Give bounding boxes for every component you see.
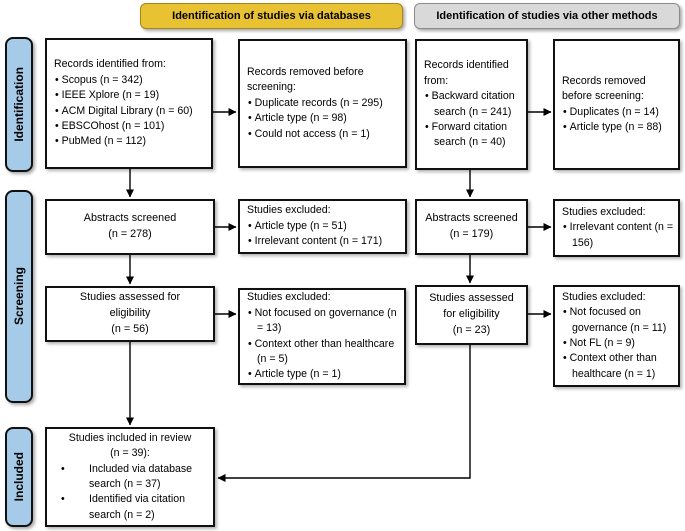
box-title: Records removed before screening:: [562, 74, 646, 103]
box-studies-included: Studies included in review (n = 39): Inc…: [45, 427, 215, 527]
bullet-item: EBSCOhost (n = 101): [54, 119, 208, 134]
header-databases: Identification of studies via databases: [140, 3, 403, 29]
stage-label-screening: Screening: [5, 190, 33, 403]
bullet-list: Not focused on governance (n = 13)Contex…: [247, 306, 401, 383]
box-eligibility-excluded-databases: Studies excluded: Not focused on governa…: [238, 288, 406, 385]
bullet-item: Article type (n = 51): [247, 219, 402, 234]
header-other-methods: Identification of studies via other meth…: [414, 3, 680, 29]
bullet-item: ACM Digital Library (n = 60): [54, 104, 208, 119]
box-abstracts-screened-other: Abstracts screened (n = 179): [415, 199, 528, 255]
bullet-item: Not focused on governance (n = 11): [562, 305, 675, 336]
stage-label-included: Included: [5, 427, 33, 527]
stage-label-identification: Identification: [5, 37, 33, 172]
box-abstracts-screened-databases: Abstracts screened (n = 278): [45, 199, 215, 255]
bullet-item: Article type (n = 98): [247, 111, 402, 126]
bullet-list: Scopus (n = 342)IEEE Xplore (n = 19)ACM …: [54, 73, 208, 150]
bullet-list: Not focused on governance (n = 11)Not FL…: [562, 305, 675, 382]
bullet-item: Scopus (n = 342): [54, 73, 208, 88]
box-records-removed-other: Records removed before screening: Duplic…: [553, 39, 680, 170]
bullet-item: Irrelevant content (n = 171): [247, 234, 402, 249]
bullet-list: Duplicate records (n = 295)Article type …: [247, 96, 402, 142]
box-title: Studies included in review (n = 39):: [68, 431, 192, 460]
stage-label-screening-text: Screening: [12, 267, 26, 326]
bullet-item: Article type (n = 88): [562, 120, 675, 135]
box-title: Studies excluded:: [562, 290, 646, 303]
bullet-item: Duplicates (n = 14): [562, 105, 675, 120]
bullet-item: Context other than healthcare (n = 1): [562, 351, 675, 382]
box-title: Records identified from:: [54, 58, 166, 71]
box-abstracts-excluded-other: Studies excluded: Irrelevant content (n …: [553, 199, 680, 257]
box-text: Studies assessed for eligibility (n = 56…: [79, 291, 181, 335]
bullet-item: PubMed (n = 112): [54, 134, 208, 149]
box-title: Studies excluded:: [247, 291, 331, 304]
bullet-item: Irrelevant content (n = 156): [562, 220, 675, 251]
box-abstracts-excluded-databases: Studies excluded: Article type (n = 51)I…: [238, 199, 407, 254]
bullet-item: Backward citation search (n = 241): [424, 89, 523, 120]
bullet-list: Irrelevant content (n = 156): [562, 220, 675, 251]
bullet-list: Duplicates (n = 14)Article type (n = 88): [562, 105, 675, 136]
bullet-list: Included via database search (n = 37)Ide…: [51, 462, 209, 524]
box-records-removed-databases: Records removed before screening: Duplic…: [238, 39, 407, 168]
bullet-list: Backward citation search (n = 241)Forwar…: [424, 89, 523, 151]
bullet-item: Article type (n = 1): [247, 367, 401, 382]
box-text: Abstracts screened (n = 179): [425, 212, 518, 240]
box-title: Records identified from:: [424, 59, 509, 87]
bullet-item: Forward citation search (n = 40): [424, 120, 523, 151]
bullet-item: Included via database search (n = 37): [51, 462, 209, 493]
stage-label-included-text: Included: [12, 452, 26, 502]
stage-label-identification-text: Identification: [12, 67, 26, 142]
bullet-item: Duplicate records (n = 295): [247, 96, 402, 111]
box-text: Abstracts screened (n = 278): [83, 212, 177, 240]
bullet-item: Identified via citation search (n = 2): [51, 492, 209, 523]
bullet-item: Not focused on governance (n = 13): [247, 306, 401, 337]
box-eligibility-excluded-other: Studies excluded: Not focused on governa…: [553, 285, 680, 387]
box-text: Studies assessed for eligibility (n = 23…: [429, 292, 514, 336]
bullet-item: IEEE Xplore (n = 19): [54, 88, 208, 103]
box-title: Studies excluded:: [247, 204, 331, 217]
box-eligibility-databases: Studies assessed for eligibility (n = 56…: [45, 286, 215, 342]
bullet-item: Could not access (n = 1): [247, 127, 402, 142]
bullet-list: Article type (n = 51)Irrelevant content …: [247, 219, 402, 250]
box-records-identified-other: Records identified from: Backward citati…: [415, 39, 528, 170]
box-records-identified-databases: Records identified from: Scopus (n = 342…: [45, 38, 213, 169]
bullet-item: Context other than healthcare (n = 5): [247, 337, 401, 368]
box-title: Studies excluded:: [562, 205, 646, 218]
box-eligibility-other: Studies assessed for eligibility (n = 23…: [415, 285, 528, 345]
bullet-item: Not FL (n = 9): [562, 336, 675, 351]
box-title: Records removed before screening:: [247, 65, 364, 94]
